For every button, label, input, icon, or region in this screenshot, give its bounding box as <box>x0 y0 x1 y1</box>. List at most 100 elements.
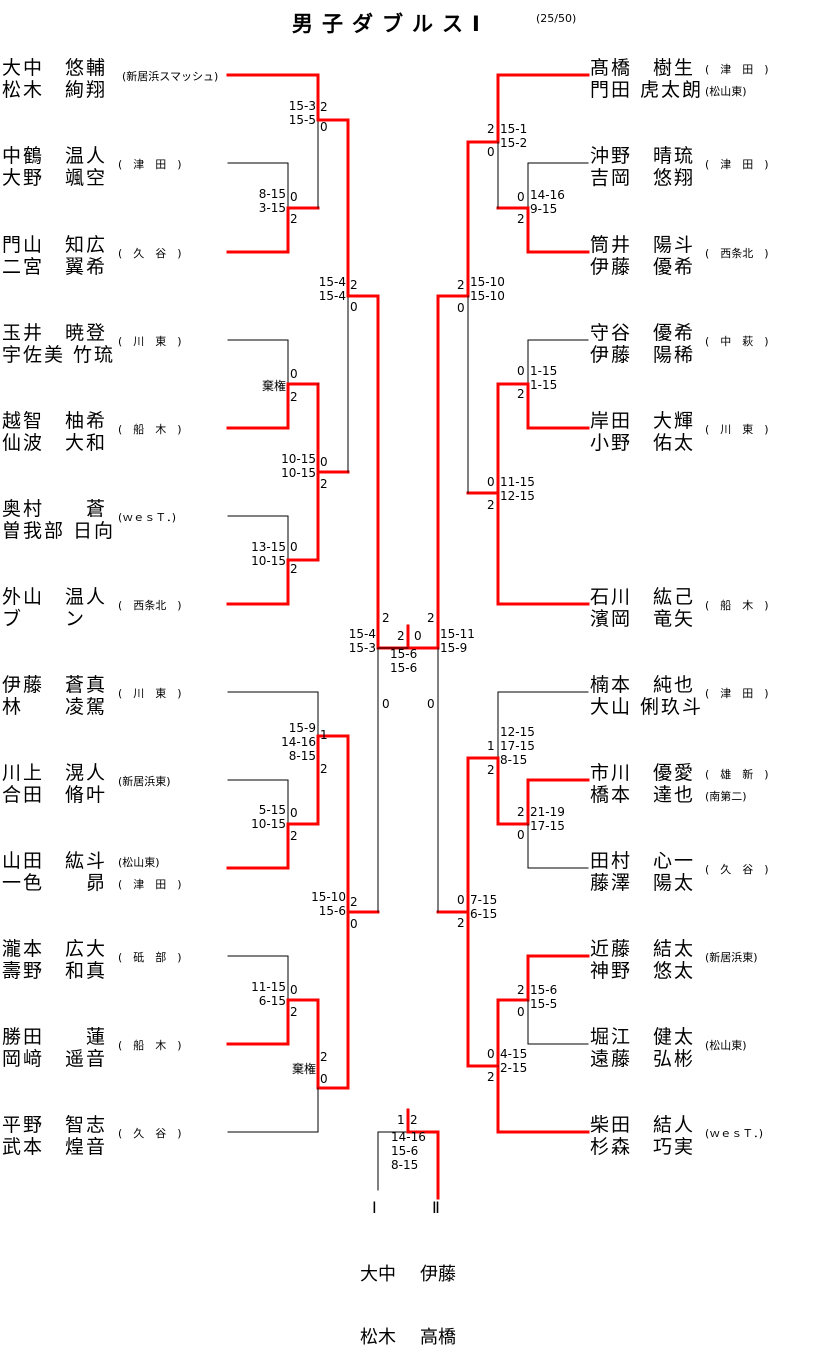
set-count-top: 0 <box>290 190 298 204</box>
player-name: 二宮 翼希 <box>2 256 108 278</box>
game-score: 2-15 <box>500 1061 528 1075</box>
player-name: 吉岡 悠翔 <box>590 167 696 189</box>
set-count-top: 0 <box>290 367 298 381</box>
set-count-top: 0 <box>320 455 328 469</box>
player-name: 勝田 蓮 <box>2 1026 108 1048</box>
game-score: 10-15 <box>281 466 316 480</box>
game-score: 14-16 <box>281 735 316 749</box>
set-count-top: 2 <box>350 278 358 292</box>
set-count-bottom: 0 <box>350 917 358 931</box>
team-affiliation: ( 西条北 ) <box>705 247 769 260</box>
block-1-label: Ⅰ <box>372 1198 377 1217</box>
set-count-bottom: 2 <box>410 1113 418 1127</box>
team-affiliation: ( 久 谷 ) <box>705 863 769 876</box>
player-name: 松木 絢翔 <box>2 79 108 101</box>
set-count-top: 2 <box>517 983 525 997</box>
player-name: 市川 優愛 <box>590 762 696 784</box>
team-entry: 筒井 陽斗伊藤 優希 <box>590 234 695 278</box>
set-count-bottom: 0 <box>382 697 390 711</box>
set-count-top: 0 <box>290 806 298 820</box>
player-name: 門山 知広 <box>2 234 108 256</box>
team-entry: 市川 優愛橋本 達也 <box>590 762 695 806</box>
final-block-2-player-2: 高橋 <box>420 1327 456 1348</box>
player-name: 大山 俐玖斗 <box>590 696 704 718</box>
player-name: 平野 智志 <box>2 1114 108 1136</box>
set-count-bottom: 2 <box>517 387 525 401</box>
set-count-bottom: 0 <box>457 301 465 315</box>
team-affiliation: (松山東) <box>118 856 160 869</box>
player-name: 藤澤 陽太 <box>590 872 696 894</box>
game-score: 14-16 <box>391 1130 426 1144</box>
team-entry: 門山 知広二宮 翼希 <box>2 234 107 278</box>
game-score: 15-4 <box>318 289 346 303</box>
game-score: 1-15 <box>530 378 558 392</box>
team-entry: 玉井 暁登宇佐美 竹琉 <box>2 322 115 366</box>
set-count-top: 0 <box>290 983 298 997</box>
game-score: 15-5 <box>288 113 316 127</box>
team-affiliation: ( 中 萩 ) <box>705 335 769 348</box>
team-affiliation: ( 西条北 ) <box>118 599 182 612</box>
team-entry: 外山 温人ブ ン <box>2 586 107 630</box>
bracket-lines <box>226 73 590 1200</box>
set-count-top: 0 <box>487 475 495 489</box>
game-score: 6-15 <box>470 907 498 921</box>
team-entry: 中鶴 温人大野 颯空 <box>2 145 107 189</box>
player-name: 石川 紘己 <box>590 586 696 608</box>
player-name: 瀧本 広大 <box>2 938 108 960</box>
set-count-bottom: 0 <box>320 1072 328 1086</box>
game-score: 6-15 <box>258 994 286 1008</box>
team-affiliation: ( 川 東 ) <box>118 687 182 700</box>
player-name: 伊藤 陽稀 <box>590 344 696 366</box>
game-score: 15-9 <box>440 641 468 655</box>
team-affiliation: (松山東) <box>705 1039 747 1052</box>
set-count-bottom: 2 <box>487 763 495 777</box>
set-count-bottom: 0 <box>487 145 495 159</box>
player-name: 堀江 健太 <box>590 1026 696 1048</box>
team-affiliation: ( 砥 部 ) <box>118 951 182 964</box>
player-name: 外山 温人 <box>2 586 108 608</box>
game-score: 13-15 <box>251 540 286 554</box>
player-name: 壽野 和真 <box>2 960 108 982</box>
player-name: 山田 紘斗 <box>2 850 108 872</box>
team-affiliation: (ｗｅｓＴ．) <box>705 1127 764 1140</box>
game-score: 15-11 <box>440 627 475 641</box>
team-entry: 柴田 結人杉森 巧実 <box>590 1114 695 1158</box>
set-count-bottom: 0 <box>350 300 358 314</box>
team-entry: 瀧本 広大壽野 和真 <box>2 938 107 982</box>
team-entry: 沖野 晴琉吉岡 悠翔 <box>590 145 695 189</box>
set-count-bottom: 2 <box>320 477 328 491</box>
set-count-top: 1 <box>487 739 495 753</box>
set-count-bottom: 0 <box>517 1005 525 1019</box>
player-name: 神野 悠太 <box>590 960 696 982</box>
game-score: 15-1 <box>500 122 528 136</box>
game-score: 15-10 <box>470 289 505 303</box>
game-score: 11-15 <box>500 475 535 489</box>
team-entry: 山田 紘斗一色 昴 <box>2 850 107 894</box>
set-count-top: 2 <box>320 1050 328 1064</box>
set-count-top: 2 <box>427 611 435 625</box>
set-count-bottom: 2 <box>457 916 465 930</box>
set-count-top: 2 <box>382 611 390 625</box>
team-entry: 岸田 大輝小野 佑太 <box>590 410 695 454</box>
game-score: 15-3 <box>348 641 376 655</box>
team-entry: 平野 智志武本 煌音 <box>2 1114 107 1158</box>
game-score: 17-15 <box>500 739 535 753</box>
game-score: 15-10 <box>311 890 346 904</box>
team-affiliation: ( 雄 新 ) <box>705 768 769 781</box>
set-count-top: 1 <box>320 728 328 742</box>
player-name: 筒井 陽斗 <box>590 234 696 256</box>
game-score: 15-6 <box>318 904 346 918</box>
game-score: 15-6 <box>390 661 418 675</box>
player-name: 曽我部 日向 <box>2 520 116 542</box>
set-count-bottom: 0 <box>517 828 525 842</box>
player-name: 守谷 優希 <box>590 322 696 344</box>
